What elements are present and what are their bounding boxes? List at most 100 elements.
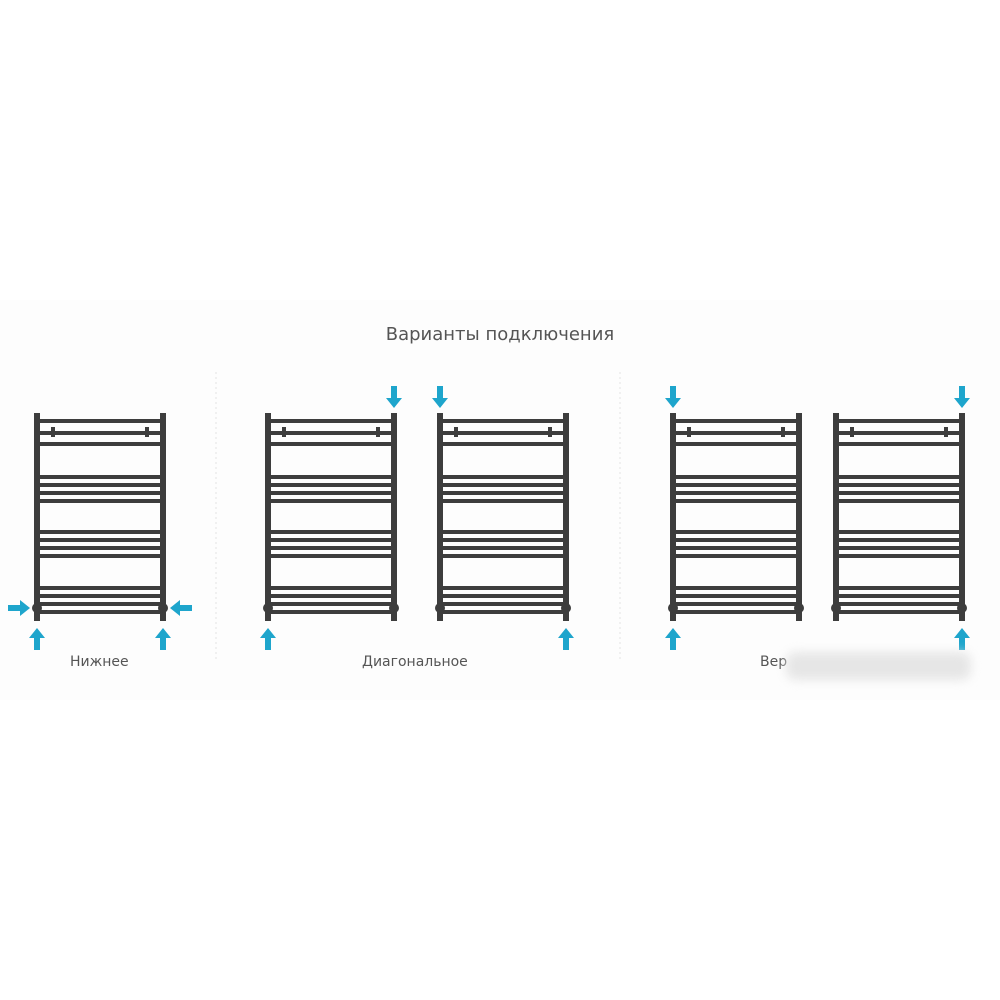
bracket xyxy=(944,427,948,437)
rail xyxy=(673,546,799,550)
rail xyxy=(440,586,566,590)
rail xyxy=(37,419,163,423)
rail xyxy=(673,554,799,558)
rail xyxy=(836,554,962,558)
rail xyxy=(268,602,394,606)
rail xyxy=(37,554,163,558)
right-upright xyxy=(796,413,802,621)
rail xyxy=(673,491,799,495)
rail xyxy=(268,530,394,534)
rail xyxy=(673,419,799,423)
rail xyxy=(836,538,962,542)
valve xyxy=(435,603,445,613)
rail xyxy=(440,431,566,435)
rail xyxy=(673,610,799,614)
rail xyxy=(37,530,163,534)
radiator-bottom xyxy=(8,413,192,650)
rail xyxy=(37,442,163,446)
rail xyxy=(836,546,962,550)
valve xyxy=(831,603,841,613)
rail xyxy=(37,475,163,479)
rail xyxy=(673,475,799,479)
rail xyxy=(440,483,566,487)
rail xyxy=(673,530,799,534)
rail xyxy=(836,475,962,479)
rail xyxy=(268,546,394,550)
rail xyxy=(268,431,394,435)
arrow-up-icon xyxy=(260,628,276,650)
label-top: Вер xyxy=(760,654,788,670)
arrow-up-icon xyxy=(155,628,171,650)
rail xyxy=(836,431,962,435)
valve xyxy=(794,603,804,613)
rail xyxy=(836,602,962,606)
bracket xyxy=(454,427,458,437)
bracket xyxy=(781,427,785,437)
bracket xyxy=(850,427,854,437)
rail xyxy=(836,483,962,487)
rail xyxy=(836,594,962,598)
rail xyxy=(268,499,394,503)
right-upright xyxy=(563,413,569,621)
rail xyxy=(268,491,394,495)
rail xyxy=(440,546,566,550)
label-bottom: Нижнее xyxy=(70,654,129,670)
rail xyxy=(37,602,163,606)
rail xyxy=(440,538,566,542)
rail xyxy=(268,419,394,423)
radiator-diagonal-2 xyxy=(432,386,574,650)
rail xyxy=(673,483,799,487)
bracket xyxy=(145,427,149,437)
rail xyxy=(268,483,394,487)
rail xyxy=(836,499,962,503)
rail xyxy=(37,483,163,487)
rail xyxy=(440,475,566,479)
arrow-down-icon xyxy=(432,386,448,408)
arrow-down-icon xyxy=(954,386,970,408)
radiator-top-2 xyxy=(831,386,970,650)
rail xyxy=(440,610,566,614)
rail xyxy=(37,431,163,435)
rail xyxy=(440,491,566,495)
valve xyxy=(32,603,42,613)
rail xyxy=(673,499,799,503)
rail xyxy=(37,491,163,495)
rail xyxy=(268,538,394,542)
rail xyxy=(37,538,163,542)
rail xyxy=(440,419,566,423)
arrow-up-icon xyxy=(558,628,574,650)
rail xyxy=(836,419,962,423)
rail xyxy=(673,586,799,590)
rail xyxy=(37,546,163,550)
bracket xyxy=(282,427,286,437)
arrow-up-icon xyxy=(954,628,970,650)
arrow-left-icon xyxy=(170,600,192,616)
radiator-diagonal-1 xyxy=(260,386,402,650)
valve xyxy=(957,603,967,613)
arrow-down-icon xyxy=(665,386,681,408)
valve xyxy=(263,603,273,613)
left-upright xyxy=(670,413,676,621)
right-upright xyxy=(959,413,965,621)
rail xyxy=(440,602,566,606)
rail xyxy=(440,554,566,558)
blurred-overlay xyxy=(786,652,971,680)
rail xyxy=(268,610,394,614)
rail xyxy=(37,499,163,503)
right-upright xyxy=(391,413,397,621)
arrow-down-icon xyxy=(386,386,402,408)
rail xyxy=(673,431,799,435)
diagram-title: Варианты подключения xyxy=(385,324,615,345)
valve xyxy=(561,603,571,613)
rail xyxy=(268,586,394,590)
valve xyxy=(158,603,168,613)
rail xyxy=(37,610,163,614)
rail xyxy=(268,475,394,479)
label-diagonal: Диагональное xyxy=(362,654,468,670)
rail xyxy=(673,538,799,542)
rail xyxy=(37,594,163,598)
rail xyxy=(673,594,799,598)
rail xyxy=(268,442,394,446)
arrow-up-icon xyxy=(29,628,45,650)
